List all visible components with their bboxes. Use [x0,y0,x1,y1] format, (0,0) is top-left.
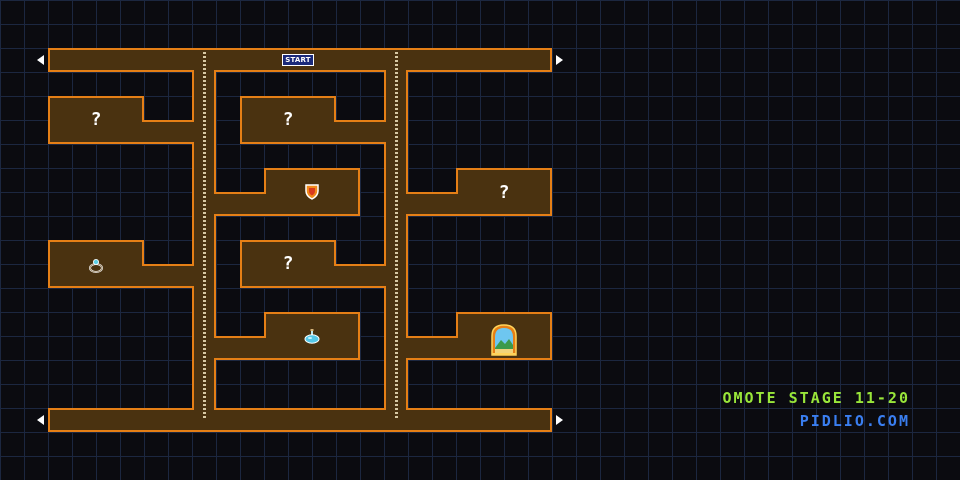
room-right-upper-wide [456,168,552,216]
arrow-left-icon[interactable] [37,415,44,425]
room-left-upper-strip [142,120,194,144]
ladder-right [395,52,398,418]
junction [382,122,388,142]
unknown-room-marker[interactable]: ? [282,253,294,274]
junction [140,122,146,142]
junction [190,122,196,142]
room-mid-4-wide [264,312,360,360]
junction [190,266,196,286]
junction [332,266,338,286]
room-right-lower-strip [406,336,458,360]
unknown-room-marker[interactable]: ? [90,109,102,130]
arrow-left-icon[interactable] [37,55,44,65]
room-right-upper-strip [406,192,458,216]
junction [404,338,410,358]
start-marker: START [282,54,314,66]
junction [262,338,268,358]
stage-title: OMOTE STAGE 11-20 [722,389,910,407]
junction [332,122,338,142]
unknown-room-marker[interactable]: ? [498,182,510,203]
junction [212,194,218,214]
room-mid-2-strip [214,192,266,216]
unknown-room-marker[interactable]: ? [282,109,294,130]
shield-icon[interactable] [302,181,322,201]
exit-door-icon[interactable] [491,324,517,356]
junction [140,266,146,286]
ring-icon[interactable] [86,255,106,275]
ladder-left [203,52,206,418]
room-mid-4-strip [214,336,266,360]
website-label: PIDLIO.COM [799,412,910,430]
arrow-right-icon[interactable] [556,55,563,65]
room-mid-3-wide [240,240,336,288]
room-mid-1-strip [334,120,386,144]
junction [50,410,550,430]
arrow-right-icon[interactable] [556,415,563,425]
room-mid-2-wide [264,168,360,216]
junction [262,194,268,214]
junction [404,194,410,214]
room-left-lower-strip [142,264,194,288]
junction [454,194,460,214]
junction [454,338,460,358]
room-mid-1-wide [240,96,336,144]
room-left-upper-wide [48,96,144,144]
potion-icon[interactable] [302,326,322,346]
junction [382,266,388,286]
room-mid-3-strip [334,264,386,288]
junction [212,338,218,358]
